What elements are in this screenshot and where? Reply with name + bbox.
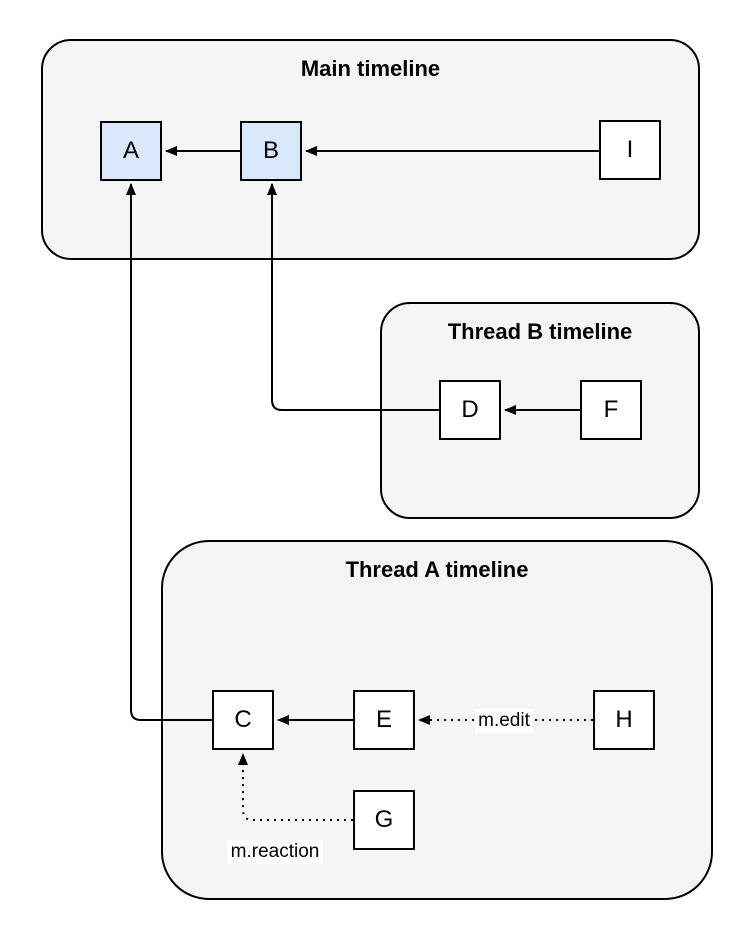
container-title: Main timeline: [300, 56, 441, 81]
node-label: C: [234, 706, 252, 733]
node-label: E: [375, 706, 392, 733]
container-title: Thread B timeline: [447, 319, 633, 344]
edge-label-m-edit: m.edit: [475, 709, 533, 733]
node-label: D: [461, 396, 479, 423]
node-B: B: [240, 121, 302, 181]
node-F: F: [580, 380, 642, 440]
node-label: A: [122, 137, 139, 164]
node-label: I: [626, 136, 634, 163]
node-H: H: [593, 690, 655, 750]
node-G: G: [353, 790, 415, 850]
edge-label-m-reaction: m.reaction: [227, 840, 323, 864]
node-D: D: [439, 380, 501, 440]
container-thread-b-timeline: Thread B timeline: [380, 302, 700, 519]
node-label: G: [374, 806, 394, 833]
node-label: B: [262, 137, 279, 164]
node-label: H: [615, 706, 633, 733]
node-E: E: [353, 690, 415, 750]
node-I: I: [599, 120, 661, 180]
node-C: C: [212, 690, 274, 750]
container-title: Thread A timeline: [345, 557, 529, 582]
node-A: A: [100, 121, 162, 181]
node-label: F: [603, 396, 619, 423]
